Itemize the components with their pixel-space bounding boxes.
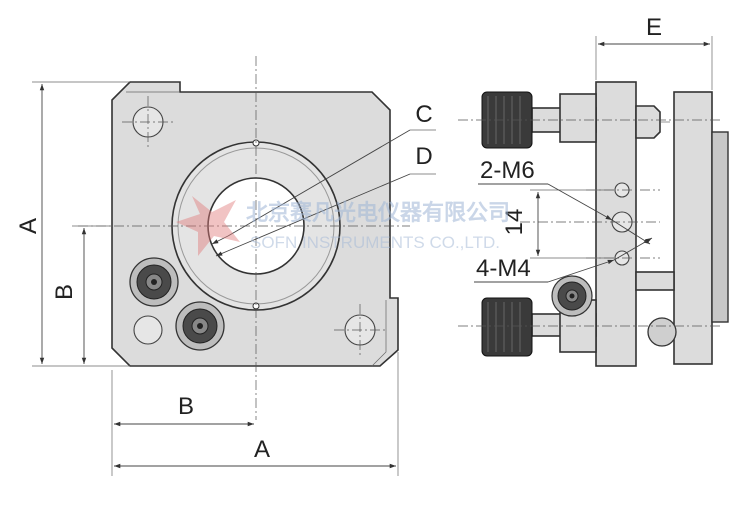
adjuster-knob-bottom [175, 301, 225, 351]
m6-callout: 2-M6 [480, 157, 535, 184]
front-plate [673, 91, 713, 365]
watermark-company-cn: 北京赛凡光电仪器有限公司 [246, 200, 510, 226]
ball-tip [647, 317, 677, 347]
side-view: E 14 2-M6 4-M4 [458, 14, 729, 367]
dim-center-horizontal-label: B [178, 393, 194, 420]
dim-depth-label: E [646, 14, 662, 41]
top-screw-collar [559, 93, 597, 143]
dim-height-label: A [15, 218, 42, 234]
front-view: A B B A C D [15, 56, 436, 476]
hole-spacing-label: 14 [501, 209, 528, 236]
side-adjuster-knob [551, 275, 593, 317]
aperture-outer-label: C [415, 101, 432, 128]
adjuster-knob-left [129, 257, 179, 307]
ring-protrusion [711, 131, 729, 323]
dim-width-label: A [254, 436, 270, 463]
m4-callout: 4-M4 [476, 255, 531, 282]
dim-center-vertical-label: B [51, 284, 78, 300]
bottom-knob [481, 297, 533, 357]
watermark-star-logo [176, 196, 240, 256]
spacer-bar [635, 271, 675, 291]
aperture-inner-label: D [415, 143, 432, 170]
watermark-company-en: SOFN INSTRUMENTS CO.,LTD. [250, 233, 500, 252]
company-watermark: 北京赛凡光电仪器有限公司 SOFN INSTRUMENTS CO.,LTD. [176, 196, 510, 256]
corner-hole-bottom-left [133, 315, 163, 345]
spring-post [635, 105, 661, 139]
plate-edge-line [126, 91, 387, 367]
